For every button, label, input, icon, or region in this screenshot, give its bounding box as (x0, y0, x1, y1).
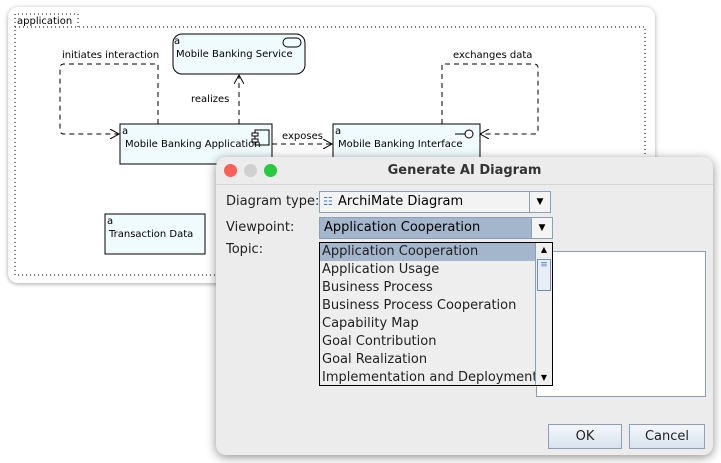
element-glyph: a (335, 126, 341, 137)
element-transaction-data[interactable]: a Transaction Data (104, 213, 206, 255)
element-name: Mobile Banking Service (176, 49, 293, 60)
close-button[interactable] (224, 164, 237, 177)
relation-label: realizes (191, 94, 229, 105)
diagram-type-value: ArchiMate Diagram (338, 194, 464, 209)
list-item[interactable]: Application Cooperation (320, 243, 535, 261)
element-name: Mobile Banking Application (125, 139, 261, 150)
list-item[interactable]: Application Usage (322, 262, 440, 277)
relation-label: initiates interaction (62, 50, 159, 61)
element-glyph: a (174, 36, 180, 47)
list-item[interactable]: Business Process Cooperation (322, 298, 517, 313)
topic-label: Topic: (226, 242, 264, 257)
viewpoint-label: Viewpoint: (226, 220, 295, 235)
topic-textarea[interactable] (536, 251, 706, 397)
ok-button[interactable]: OK (548, 424, 622, 449)
maximize-button[interactable] (264, 164, 277, 177)
list-item[interactable]: Capability Map (322, 316, 419, 331)
title-bar: Generate AI Diagram (216, 157, 713, 185)
relation-initiates[interactable] (59, 63, 159, 134)
viewpoint-dropdown-list[interactable]: Application Cooperation Application Usag… (319, 242, 553, 386)
element-name: Mobile Banking Interface (338, 139, 463, 150)
relation-label: exposes (282, 131, 323, 142)
element-mobile-banking-service[interactable]: a Mobile Banking Service (172, 33, 306, 75)
list-item[interactable]: Goal Contribution (322, 334, 437, 349)
chevron-down-icon[interactable]: ▼ (529, 192, 550, 212)
list-item[interactable]: Implementation and Deployment (322, 370, 535, 385)
scroll-up-icon[interactable]: ▲ (540, 245, 548, 254)
minimize-button[interactable] (244, 164, 257, 177)
chevron-down-icon[interactable]: ▼ (531, 218, 552, 238)
list-item[interactable]: Business Process (322, 280, 433, 295)
relation-label: exchanges data (453, 50, 532, 61)
generate-ai-diagram-dialog: Generate AI Diagram Diagram type: ArchiM… (216, 157, 713, 455)
cancel-button[interactable]: Cancel (629, 424, 705, 449)
scrollbar-thumb[interactable]: ≡ (537, 259, 551, 291)
viewpoint-value: Application Cooperation (324, 220, 481, 235)
diagram-type-select[interactable]: ArchiMate Diagram ☷ ▼ (319, 191, 551, 213)
list-item[interactable]: Goal Realization (322, 352, 428, 367)
diagram-type-label: Diagram type: (226, 194, 320, 209)
viewpoint-select[interactable]: Application Cooperation ▼ (319, 217, 553, 239)
element-glyph: a (107, 216, 113, 227)
archimate-diagram-icon: ☷ (323, 195, 333, 208)
relation-exchanges[interactable] (441, 63, 539, 134)
scrollbar[interactable]: ▲ ≡ ▼ (535, 243, 552, 385)
element-name: Transaction Data (108, 229, 193, 240)
group-label: application (17, 16, 72, 27)
element-glyph: a (122, 126, 128, 137)
dialog-title: Generate AI Diagram (387, 163, 542, 178)
scroll-down-icon[interactable]: ▼ (540, 373, 548, 382)
